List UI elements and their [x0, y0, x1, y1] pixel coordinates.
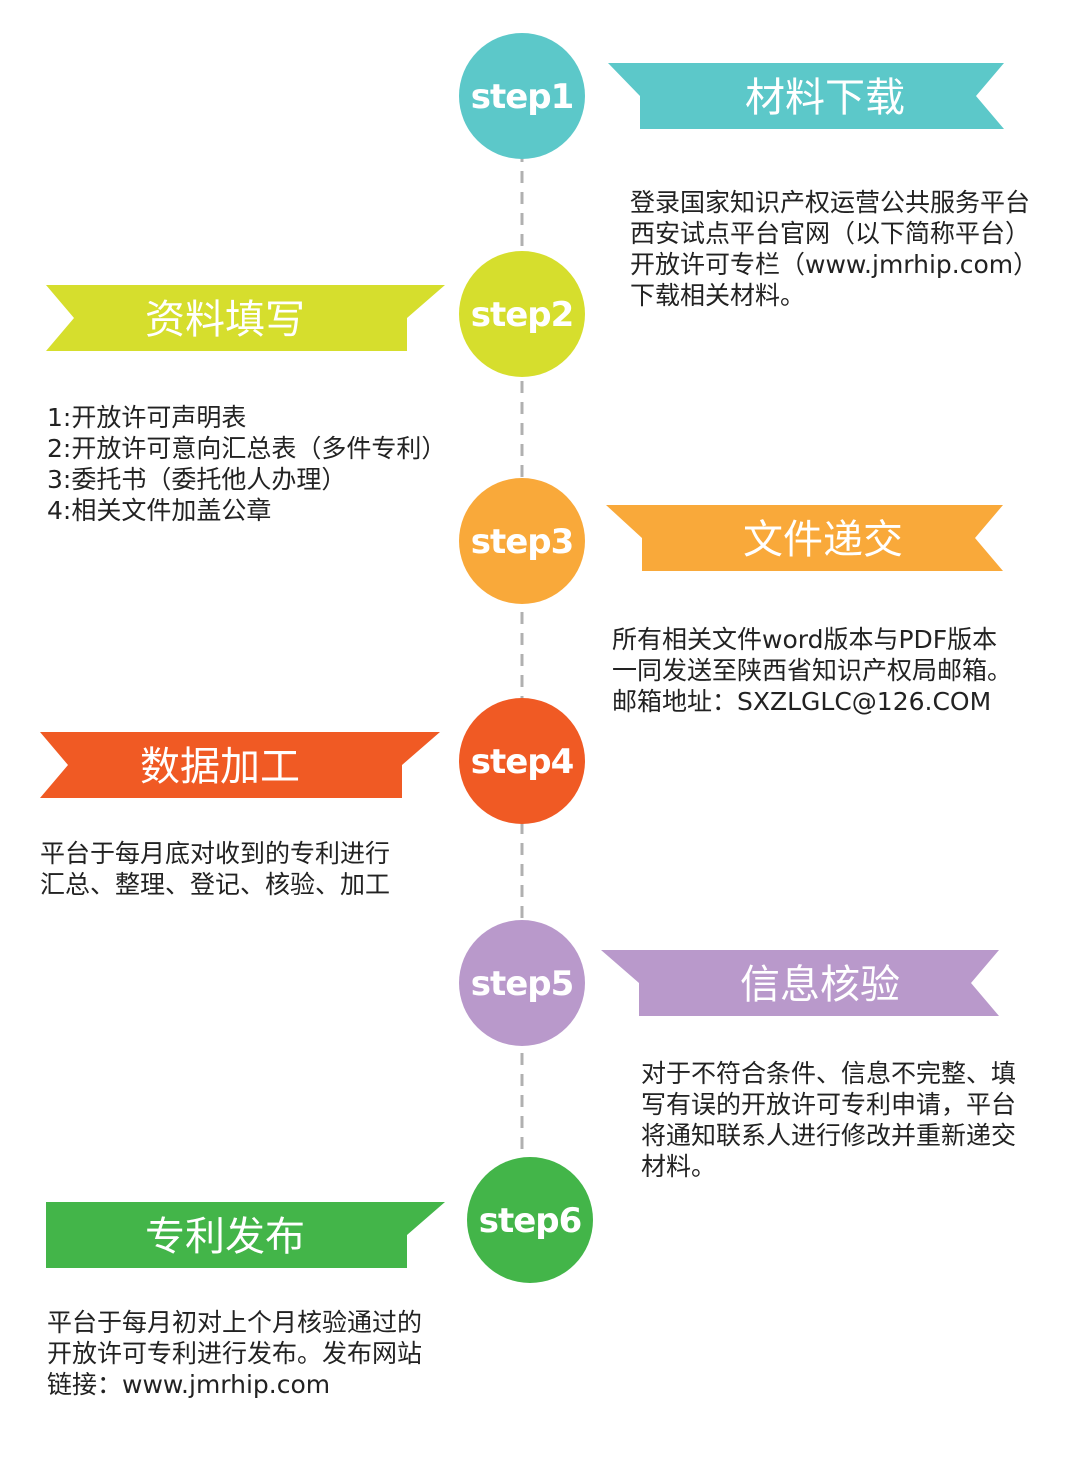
- step-2: 资料填写 step2: [46, 251, 585, 377]
- step-2-circle: [459, 251, 585, 377]
- step-4-circle: [459, 698, 585, 824]
- step-6-banner: [46, 1202, 445, 1268]
- step-3-label: step3: [471, 522, 574, 562]
- step-6-line: 开放许可专利进行发布。发布网站: [47, 1339, 423, 1368]
- step-3-line: 一同发送至陕西省知识产权局邮箱。: [612, 656, 1013, 685]
- step-2-line: 1:开放许可声明表: [47, 403, 247, 432]
- step-5-line: 对于不符合条件、信息不完整、填: [641, 1059, 1017, 1088]
- step-5-circle: [459, 920, 585, 1046]
- step-3-line: 邮箱地址：SXZLGLC@126.COM: [612, 687, 992, 716]
- step-6-description: 平台于每月初对上个月核验通过的 开放许可专利进行发布。发布网站 链接：www.j…: [47, 1307, 422, 1400]
- step-6-line: 平台于每月初对上个月核验通过的: [47, 1308, 423, 1337]
- step-6-label: step6: [479, 1201, 582, 1241]
- step-3: 文件递交 step3: [459, 478, 1003, 604]
- step-3-banner: [606, 505, 1003, 571]
- step-5: 信息核验 step5: [459, 920, 999, 1046]
- step-6-line: 链接：www.jmrhip.com: [47, 1370, 331, 1399]
- step-4-label: step4: [471, 742, 574, 782]
- step-4-title: 数据加工: [140, 744, 300, 790]
- step-4-banner: [40, 732, 440, 798]
- step-1-line: 开放许可专栏（www.jmrhip.com）: [630, 250, 1039, 279]
- step-5-line: 将通知联系人进行修改并重新递交: [641, 1121, 1017, 1150]
- step-5-line: 材料。: [641, 1152, 717, 1181]
- step-5-label: step5: [471, 964, 574, 1004]
- step-4-description: 平台于每月底对收到的专利进行 汇总、整理、登记、核验、加工: [40, 838, 390, 900]
- step-2-description: 1:开放许可声明表 2:开放许可意向汇总表（多件专利） 3:委托书（委托他人办理…: [47, 402, 446, 526]
- step-4-line: 平台于每月底对收到的专利进行: [40, 839, 391, 868]
- step-4-line: 汇总、整理、登记、核验、加工: [40, 870, 391, 899]
- step-2-line: 3:委托书（委托他人办理）: [47, 465, 347, 494]
- step-2-line: 2:开放许可意向汇总表（多件专利）: [47, 434, 447, 463]
- step-6-circle: [467, 1157, 593, 1283]
- step-1-circle: [459, 33, 585, 159]
- step-1-banner: [608, 63, 1004, 129]
- step-4: 数据加工 step4: [40, 698, 585, 824]
- step-3-circle: [459, 478, 585, 604]
- step-5-title: 信息核验: [740, 962, 900, 1008]
- step-5-description: 对于不符合条件、信息不完整、填 写有误的开放许可专利申请，平台 将通知联系人进行…: [641, 1058, 1016, 1182]
- step-2-title: 资料填写: [145, 297, 305, 343]
- step-1-title: 材料下载: [745, 75, 905, 121]
- step-1-label: step1: [471, 77, 574, 117]
- step-3-description: 所有相关文件word版本与PDF版本 一同发送至陕西省知识产权局邮箱。 邮箱地址…: [612, 624, 1012, 717]
- step-3-line: 所有相关文件word版本与PDF版本: [612, 625, 998, 654]
- step-1-line: 西安试点平台官网（以下简称平台）: [630, 219, 1031, 248]
- step-1-line: 下载相关材料。: [630, 281, 806, 310]
- step-5-line: 写有误的开放许可专利申请，平台: [641, 1090, 1017, 1119]
- step-1-description: 登录国家知识产权运营公共服务平台 西安试点平台官网（以下简称平台） 开放许可专栏…: [630, 187, 1038, 311]
- step-5-banner: [601, 950, 999, 1016]
- step-2-banner: [46, 285, 445, 351]
- step-2-line: 4:相关文件加盖公章: [47, 496, 272, 525]
- step-6: 专利发布 step6: [46, 1157, 593, 1283]
- step-1: 材料下载 step1: [459, 33, 1004, 159]
- step-3-title: 文件递交: [743, 517, 903, 563]
- step-1-line: 登录国家知识产权运营公共服务平台: [630, 188, 1031, 217]
- step-6-title: 专利发布: [145, 1214, 305, 1260]
- step-2-label: step2: [471, 295, 574, 335]
